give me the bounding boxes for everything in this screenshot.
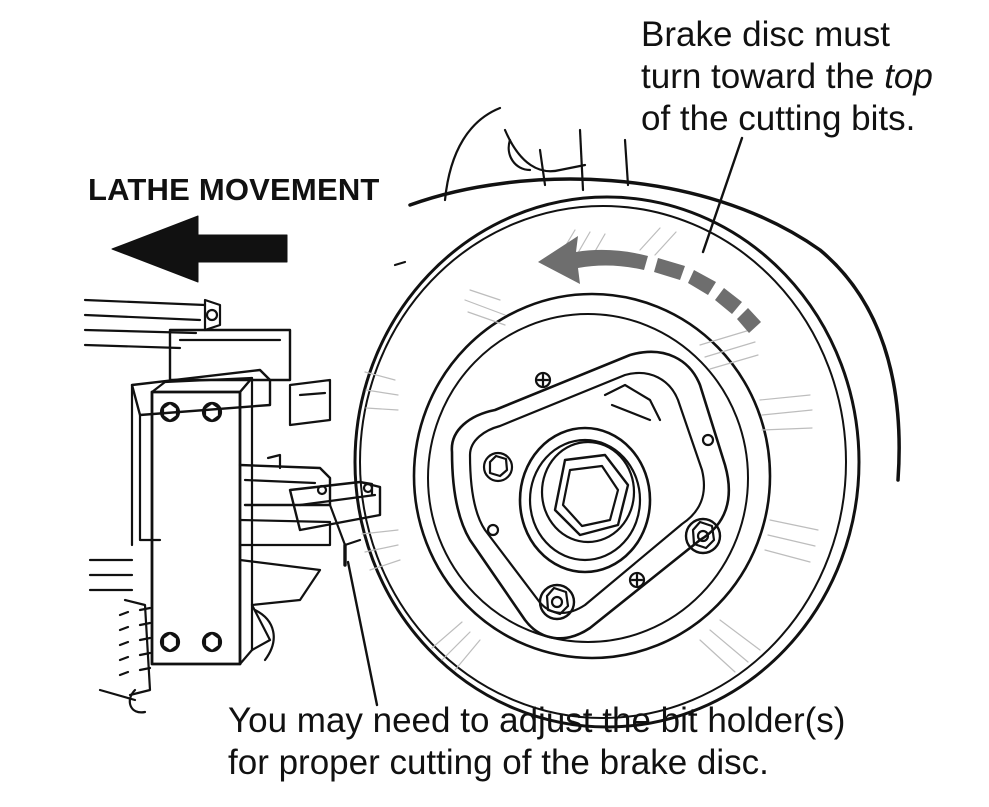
lug-nut-bottom <box>538 583 576 621</box>
bit-holder-note: You may need to adjust the bit holder(s)… <box>228 700 968 784</box>
hub-screws <box>486 371 715 589</box>
disc-rotation-arrow <box>538 236 761 333</box>
disc-note-line-3: of the cutting bits. <box>641 99 916 138</box>
lathe-movement-label: LATHE MOVEMENT <box>88 172 380 207</box>
disc-note-leader-line <box>701 136 744 254</box>
steering-knuckle <box>443 106 630 202</box>
disc-note-emphasis: top <box>884 57 933 96</box>
bit-holder-arm <box>238 453 382 567</box>
brake-disc <box>353 177 901 729</box>
lathe-drive-gears <box>98 598 152 714</box>
disc-surface-texture <box>361 227 819 673</box>
disc-note-line-2: turn toward the top <box>641 56 981 98</box>
holder-note-line-1: You may need to adjust the bit holder(s) <box>228 701 846 740</box>
on-car-brake-lathe <box>83 298 382 714</box>
lug-nut-right <box>684 517 722 555</box>
holder-note-line-2: for proper cutting of the brake disc. <box>228 743 769 782</box>
tool-holder-plate <box>150 376 254 666</box>
lug-nuts <box>482 371 722 621</box>
disc-rotation-note: Brake disc must turn toward the top of t… <box>641 14 981 140</box>
disc-note-line-2-text: turn toward the <box>641 57 885 96</box>
hub-adapter-plate <box>450 350 731 640</box>
disc-note-line-1: Brake disc must <box>641 15 890 54</box>
lathe-movement-arrow <box>111 215 288 283</box>
holder-note-leader-line <box>346 560 379 707</box>
lug-nut-left <box>482 451 514 483</box>
